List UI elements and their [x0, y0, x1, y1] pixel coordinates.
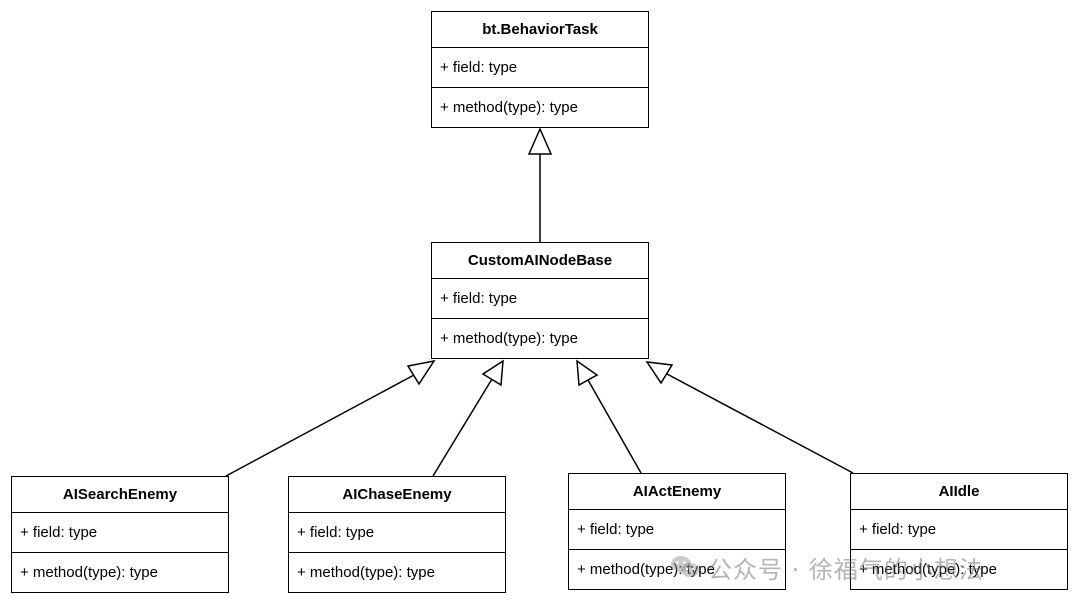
class-name: AIChaseEnemy: [289, 477, 505, 513]
class-method: + method(type): type: [297, 563, 435, 581]
class-name: AIIdle: [851, 474, 1067, 510]
inheritance-arrowhead: [645, 361, 674, 385]
class-name: AIActEnemy: [569, 474, 785, 510]
class-box-ai-search-enemy: AISearchEnemy + field: type + method(typ…: [11, 476, 229, 593]
class-box-custom-ai-node-base: CustomAINodeBase + field: type + method(…: [431, 242, 649, 359]
class-name: AISearchEnemy: [12, 477, 228, 513]
inheritance-arrowhead: [527, 127, 553, 155]
class-box-behavior-task: bt.BehaviorTask + field: type + method(t…: [431, 11, 649, 128]
class-box-ai-act-enemy: AIActEnemy + field: type + method(type):…: [568, 473, 786, 590]
connector-act-enemy-to-base: [587, 379, 642, 474]
class-field: + field: type: [432, 279, 648, 319]
class-field: + field: type: [569, 510, 785, 550]
class-box-ai-chase-enemy: AIChaseEnemy + field: type + method(type…: [288, 476, 506, 593]
class-method: + method(type): type: [577, 560, 715, 578]
class-field: + field: type: [12, 513, 228, 553]
inheritance-arrowhead: [481, 359, 504, 387]
inheritance-arrowhead: [576, 359, 599, 387]
class-field: + field: type: [289, 513, 505, 553]
connector-chase-enemy-to-base: [432, 378, 493, 477]
class-method: + method(type): type: [440, 329, 578, 347]
class-field: + field: type: [851, 510, 1067, 550]
connector-idle-to-base: [666, 373, 854, 474]
inheritance-arrowhead: [406, 359, 436, 386]
class-method: + method(type): type: [20, 563, 158, 581]
connector-search-enemy-to-base: [225, 374, 415, 477]
class-box-ai-idle: AIIdle + field: type + method(type): typ…: [850, 473, 1068, 590]
class-name: bt.BehaviorTask: [432, 12, 648, 48]
class-method: + method(type): type: [440, 98, 578, 116]
class-field: + field: type: [432, 48, 648, 88]
class-name: CustomAINodeBase: [432, 243, 648, 279]
class-method: + method(type): type: [859, 560, 997, 578]
